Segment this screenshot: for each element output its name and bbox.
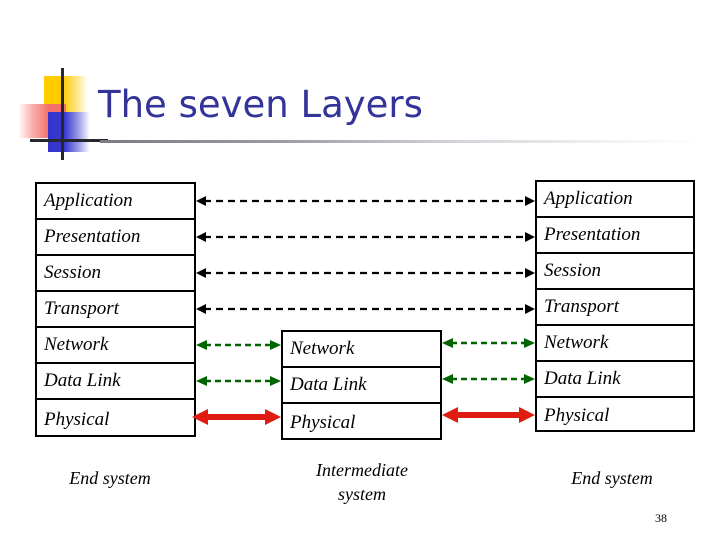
layer-box-network[interactable]: Network — [283, 332, 440, 368]
layer-box-physical[interactable]: Physical — [544, 405, 610, 426]
slide-number: 38 — [655, 511, 667, 525]
layer-box-physical[interactable]: Physical — [44, 408, 110, 430]
hop-arrow-physical-right — [442, 404, 535, 426]
layer-box-network[interactable]: Network — [37, 328, 194, 364]
layer-stack-right: Application Presentation Session Transpo… — [535, 180, 695, 432]
logo-blue-square — [48, 112, 90, 152]
hop-arrow-physical-left — [192, 406, 281, 428]
caption-intermediate-line2: system — [338, 484, 386, 505]
caption-end-system-left: End system — [69, 468, 151, 488]
layer-box-data-link[interactable]: Data Link — [283, 368, 440, 404]
peer-arrow-session — [196, 265, 535, 281]
layer-box-data-link[interactable]: Data Link — [537, 362, 693, 398]
peer-arrow-presentation — [196, 229, 535, 245]
hop-arrow-network-right — [442, 335, 535, 351]
caption-end-system-right: End system — [571, 468, 653, 488]
layer-box-application[interactable]: Application — [37, 184, 194, 220]
peer-arrow-application — [196, 193, 535, 209]
layer-box-network[interactable]: Network — [537, 326, 693, 362]
layer-box-transport[interactable]: Transport — [537, 290, 693, 326]
hop-arrow-network-left — [196, 337, 281, 353]
decorative-logo — [18, 68, 110, 160]
logo-horizontal-line — [30, 139, 108, 142]
layer-box-physical[interactable]: Physical — [290, 412, 356, 433]
logo-vertical-line — [61, 68, 64, 160]
title-divider — [100, 140, 700, 143]
layer-box-transport[interactable]: Transport — [37, 292, 194, 328]
peer-arrow-transport — [196, 301, 535, 317]
layer-box-application[interactable]: Application — [537, 182, 693, 218]
layer-box-presentation[interactable]: Presentation — [537, 218, 693, 254]
layer-box-data-link[interactable]: Data Link — [37, 364, 194, 400]
layer-stack-left: Application Presentation Session Transpo… — [35, 182, 196, 437]
hop-arrow-data-link-right — [442, 371, 535, 387]
caption-intermediate-system: Intermediate system — [272, 458, 452, 507]
layer-box-session[interactable]: Session — [37, 256, 194, 292]
page-title: The seven Layers — [98, 83, 423, 126]
layer-box-session[interactable]: Session — [537, 254, 693, 290]
hop-arrow-data-link-left — [196, 373, 281, 389]
caption-intermediate-line1: Intermediate — [316, 460, 408, 480]
layer-box-presentation[interactable]: Presentation — [37, 220, 194, 256]
slide-header: The seven Layers — [0, 0, 720, 165]
layer-stack-middle: Network Data Link Physical — [281, 330, 442, 440]
